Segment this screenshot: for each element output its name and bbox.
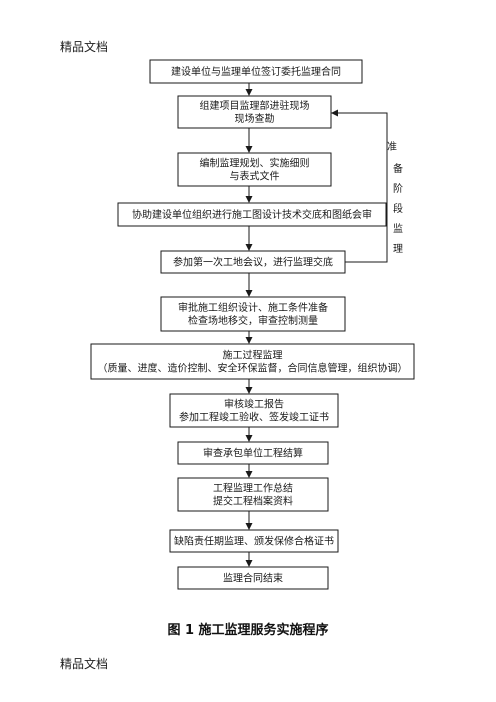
step-9-text-line-1: 审查承包单位工程结算 <box>203 447 303 460</box>
step-7-text-line-2: （质量、进度、造价控制、安全环保监督，合同信息管理，组织协调） <box>98 362 408 375</box>
step-box-3-frame <box>177 152 332 187</box>
connector-7-to-8-arrowhead <box>245 387 253 394</box>
side-label-char-6: 理 <box>393 243 403 255</box>
side-label-char-3: 阶 <box>393 182 403 195</box>
step-box-11: 缺陷责任期监理、颁发保修合格证书 <box>169 529 339 553</box>
connector-1-to-2-arrowhead <box>245 89 253 96</box>
footer-watermark-text: 精品文档 <box>60 657 109 671</box>
step-1-text-line-1: 建设单位与监理单位签订委托监理合同 <box>171 65 341 78</box>
connector-10-to-11-arrowhead <box>245 523 253 530</box>
connector-8-to-9-arrowhead <box>245 435 253 442</box>
feedback-loop <box>331 109 388 263</box>
step-box-7-frame <box>90 343 415 380</box>
step-6-text-line-1: 审批施工组织设计、施工条件准备 <box>178 301 328 314</box>
connectors <box>245 83 253 567</box>
side-label-char-1: 准 <box>387 141 397 153</box>
step-box-1-frame <box>149 59 363 84</box>
step-boxes: 建设单位与监理单位签订委托监理合同组建项目监理部进驻现场现场查勘编制监理规划、实… <box>90 59 415 590</box>
step-3-text-line-2: 与表式文件 <box>230 170 280 183</box>
step-box-11-frame <box>169 529 339 553</box>
figure-caption: 图 1 施工监理服务实施程序 <box>167 623 329 638</box>
connector-2-to-3-arrowhead <box>245 146 253 153</box>
connector-6-to-7-arrowhead <box>245 337 253 344</box>
feedback-loop-line <box>331 112 388 263</box>
step-box-12-frame <box>177 566 329 590</box>
side-label-char-5: 监 <box>393 222 403 235</box>
step-box-4-frame <box>117 202 387 227</box>
step-box-8-frame <box>169 393 339 428</box>
step-box-2-frame <box>177 95 332 129</box>
feedback-loop-arrowhead <box>331 109 338 117</box>
connector-4-to-5-arrowhead <box>245 244 253 251</box>
step-box-6-frame <box>160 296 346 332</box>
step-box-1: 建设单位与监理单位签订委托监理合同 <box>149 59 363 84</box>
step-6-text-line-2: 检查场地移交，审查控制测量 <box>188 314 318 327</box>
connector-3-to-4-arrowhead <box>245 196 253 203</box>
step-box-10-frame <box>177 477 329 512</box>
step-box-7: 施工过程监理（质量、进度、造价控制、安全环保监督，合同信息管理，组织协调） <box>90 343 415 380</box>
step-5-text-line-1: 参加第一次工地会议，进行监理交底 <box>173 256 333 269</box>
step-10-text-line-2: 提交工程档案资料 <box>213 495 293 508</box>
step-8-text-line-2: 参加工程竣工验收、签发竣工证书 <box>179 411 329 424</box>
side-label-char-4: 段 <box>393 202 403 215</box>
step-box-9: 审查承包单位工程结算 <box>177 441 329 465</box>
connector-9-to-10-arrowhead <box>245 471 253 478</box>
step-box-12: 监理合同结束 <box>177 566 329 590</box>
step-2-text-line-2: 现场查勘 <box>235 112 275 125</box>
step-12-text-line-1: 监理合同结束 <box>223 572 283 585</box>
step-8-text-line-1: 审核竣工报告 <box>224 398 284 411</box>
step-box-9-frame <box>177 441 329 465</box>
step-3-text-line-1: 编制监理规划、实施细则 <box>200 157 310 170</box>
step-2-text-line-1: 组建项目监理部进驻现场 <box>200 99 310 112</box>
step-box-5: 参加第一次工地会议，进行监理交底 <box>160 250 346 274</box>
connector-11-to-12-arrowhead <box>245 560 253 567</box>
step-4-text-line-1: 协助建设单位组织进行施工图设计技术交底和图纸会审 <box>132 208 372 221</box>
header-watermark-text: 精品文档 <box>60 40 109 54</box>
connector-5-to-6-arrowhead <box>245 290 253 297</box>
step-10-text-line-1: 工程监理工作总结 <box>213 482 293 495</box>
step-11-text-line-1: 缺陷责任期监理、颁发保修合格证书 <box>174 535 334 548</box>
step-7-text-line-1: 施工过程监理 <box>223 349 283 362</box>
side-label-char-2: 备 <box>393 162 403 175</box>
step-box-4: 协助建设单位组织进行施工图设计技术交底和图纸会审 <box>117 202 387 227</box>
